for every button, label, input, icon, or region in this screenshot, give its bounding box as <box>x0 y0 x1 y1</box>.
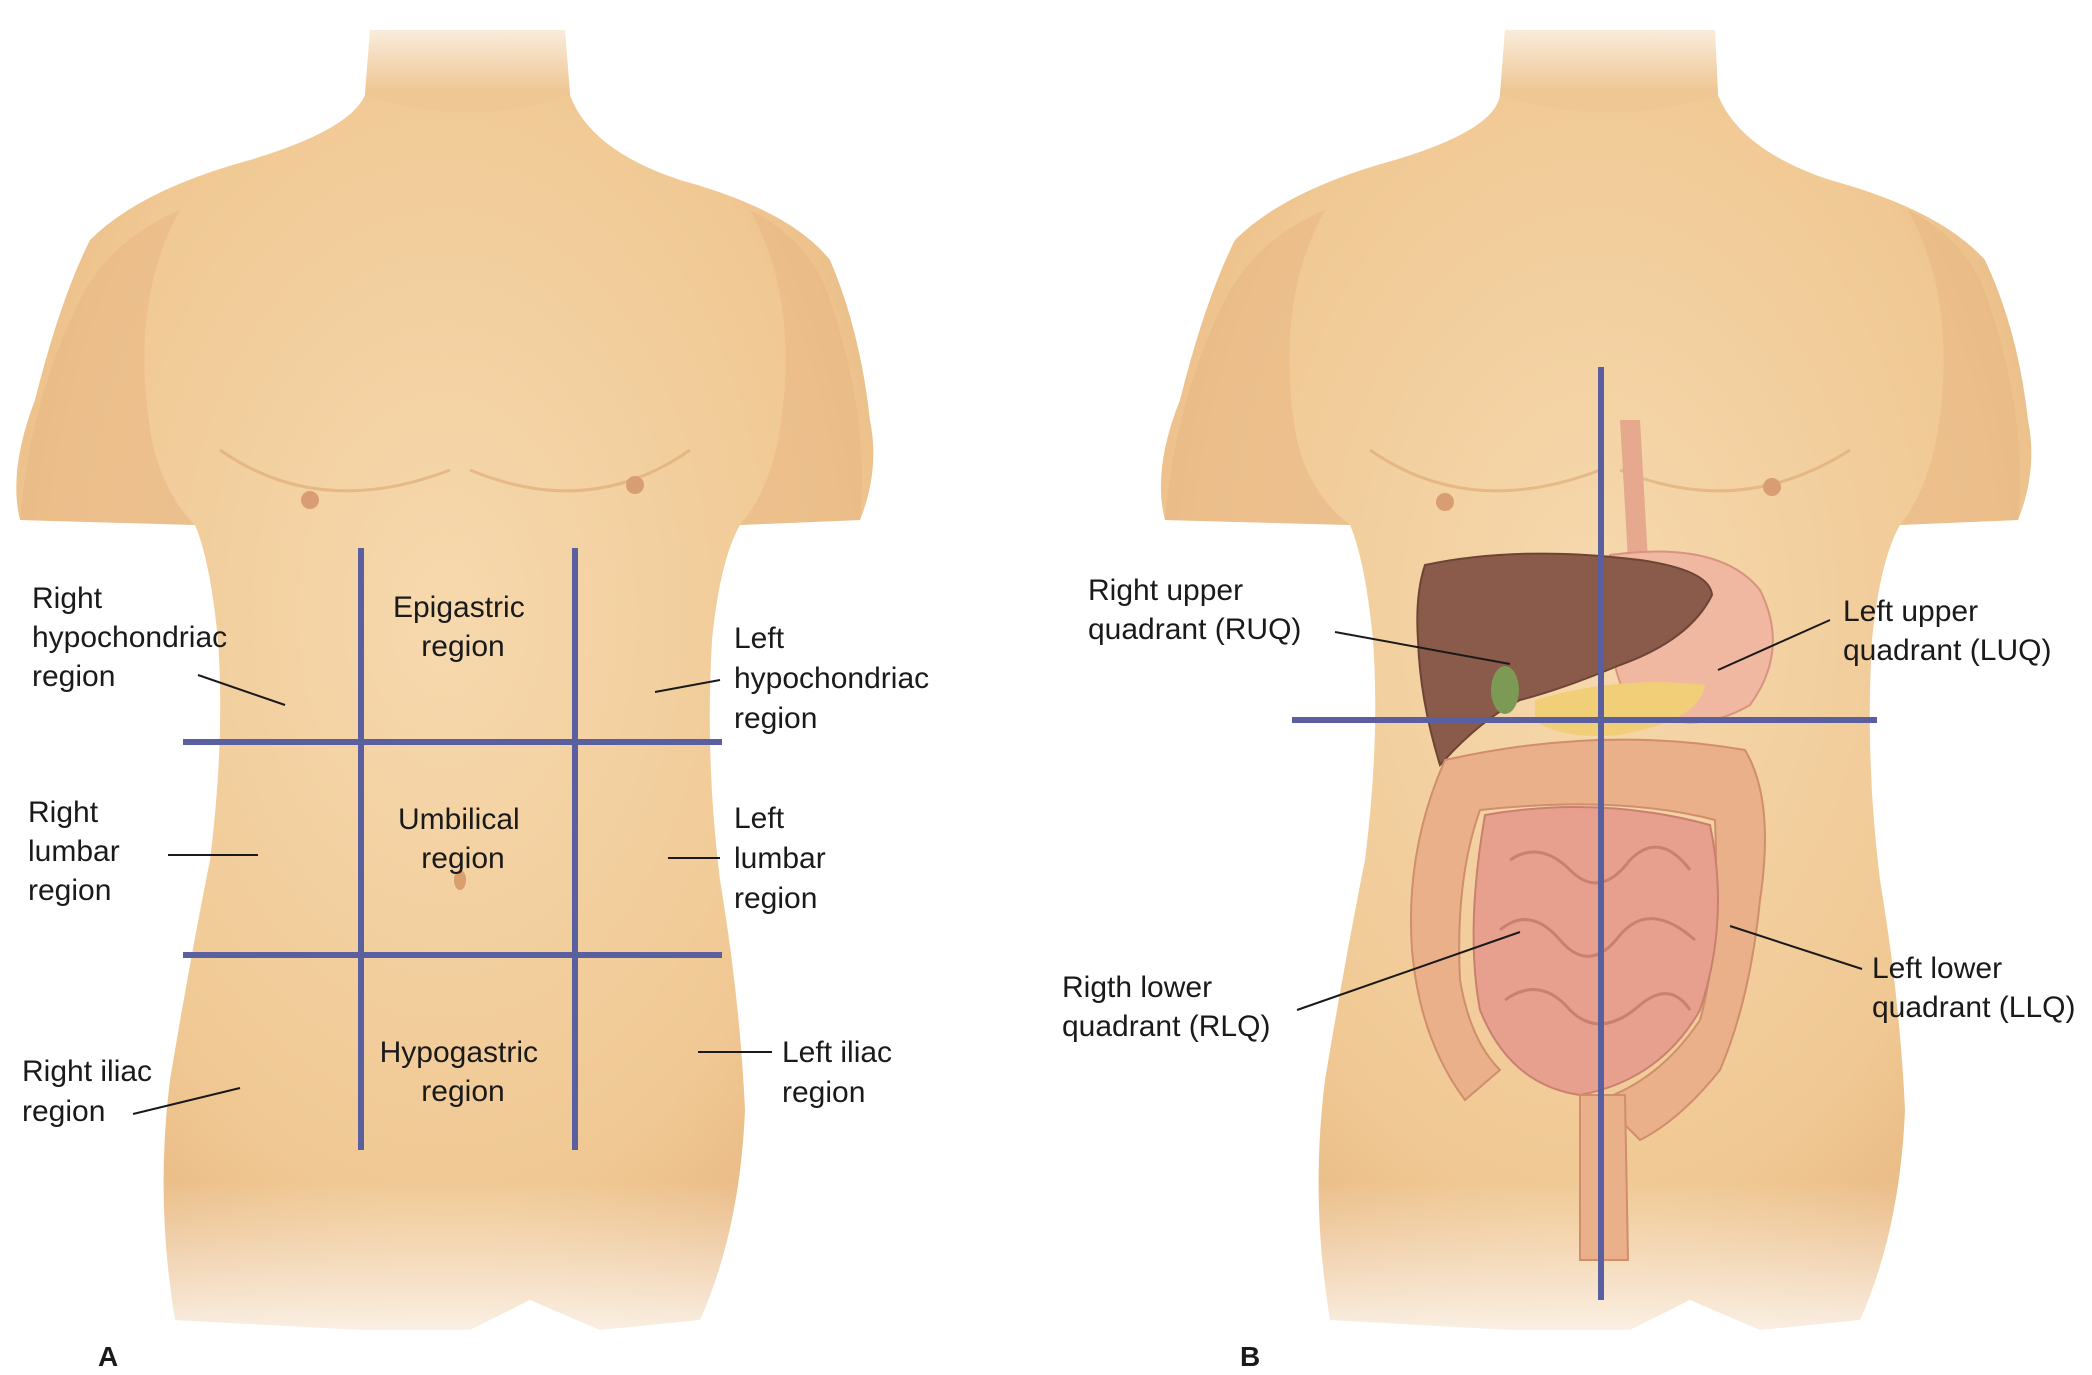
panel-letter-a: A <box>98 1341 118 1372</box>
label-left-hypochondriac-region: Left hypochondriac region <box>734 622 937 735</box>
leader-lines-b <box>1296 619 1863 1011</box>
label-left-iliac-region: Left iliac region <box>782 1036 900 1109</box>
label-left-lower-quadrant: Left lower quadrant (LLQ) <box>1872 952 2075 1024</box>
torso-illustration-a <box>0 0 900 1375</box>
label-epigastric-region: Epigastric region <box>393 591 533 663</box>
four-quadrant-grid <box>1292 367 1877 1300</box>
navel-icon <box>454 870 466 890</box>
quadrant-labels: Right upper quadrant (RUQ) Left upper qu… <box>1062 574 2075 1043</box>
leader-lines-a <box>132 674 772 1115</box>
label-right-upper-quadrant: Right upper quadrant (RUQ) <box>1088 574 1301 646</box>
small-intestine-icon <box>1472 806 1719 1097</box>
label-hypogastric-region: Hypogastric region <box>380 1036 547 1108</box>
nipple-icon <box>1436 493 1454 511</box>
region-labels: Right hypochondriac region Epigastric re… <box>22 582 937 1128</box>
panel-b: Right upper quadrant (RUQ) Left upper qu… <box>1062 0 2092 1375</box>
nipple-icon <box>1763 478 1781 496</box>
label-right-iliac-region: Right iliac region <box>22 1055 160 1128</box>
nine-region-grid <box>183 548 722 1150</box>
label-left-upper-quadrant: Left upper quadrant (LUQ) <box>1843 595 2051 667</box>
gallbladder-icon <box>1491 666 1519 714</box>
panel-letter-b: B <box>1240 1341 1260 1372</box>
panel-a: Right hypochondriac region Epigastric re… <box>0 0 937 1375</box>
liver-icon <box>1416 552 1714 767</box>
label-right-lumbar-region: Right lumbar region <box>28 796 128 907</box>
torso-illustration-b <box>1150 0 2092 1375</box>
label-umbilical-region: Umbilical region <box>398 803 528 875</box>
nipple-icon <box>626 476 644 494</box>
label-right-hypochondriac-region: Right hypochondriac region <box>32 582 235 693</box>
nipple-icon <box>301 491 319 509</box>
esophagus-icon <box>1620 420 1648 560</box>
label-right-lower-quadrant: Rigth lower quadrant (RLQ) <box>1062 971 1270 1043</box>
label-left-lumbar-region: Left lumbar region <box>734 802 834 915</box>
